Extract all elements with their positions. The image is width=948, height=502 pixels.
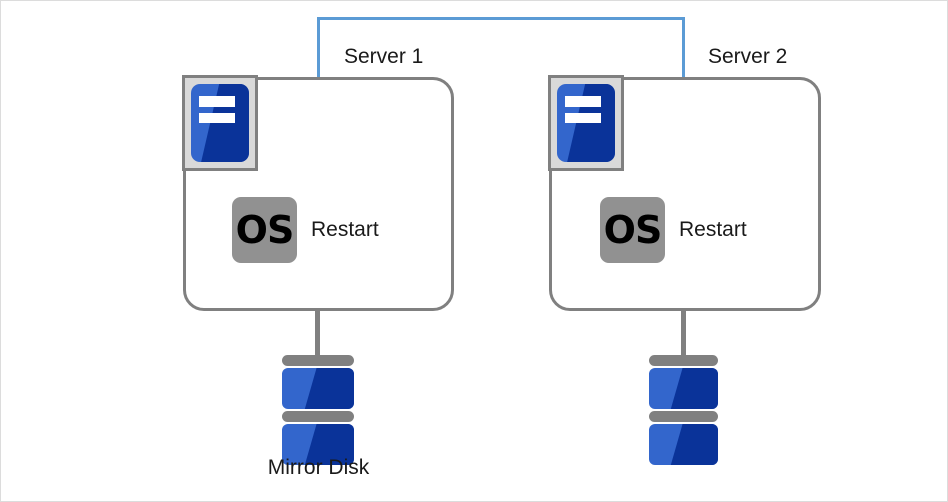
mirror-disk-label: Mirror Disk [267, 456, 370, 479]
server-1-label: Server 1 [344, 45, 424, 68]
server-icon-bay-2 [565, 112, 602, 123]
os-icon: OS [232, 197, 297, 263]
server-2-label: Server 2 [708, 45, 788, 68]
disk-icon-platter-2 [649, 424, 718, 465]
server-icon-body [557, 84, 615, 162]
server-icon-body [191, 84, 249, 162]
server-1-os-status: OS Restart [232, 197, 379, 263]
server-2-os-action: Restart [679, 218, 747, 241]
server-icon [182, 75, 258, 171]
disk-icon-bar-middle [649, 411, 718, 422]
server-icon-bay-2 [199, 112, 236, 123]
server-1-disk-connector [315, 311, 320, 359]
os-icon: OS [600, 197, 665, 263]
disk-icon-bar-middle [282, 411, 354, 422]
server-1-disk-icon [282, 355, 354, 467]
server-icon-bay-1 [565, 96, 602, 107]
server-1-os-action: Restart [311, 218, 379, 241]
disk-icon-platter-1 [282, 368, 354, 409]
disk-icon-platter-2 [282, 424, 354, 465]
server-2-disk-connector [681, 311, 686, 359]
interconnect-link [317, 17, 685, 77]
server-2-disk-icon [649, 355, 718, 467]
disk-icon-platter-1 [649, 368, 718, 409]
server-2-os-status: OS Restart [600, 197, 747, 263]
disk-icon-bar-top [649, 355, 718, 366]
server-icon [548, 75, 624, 171]
server-icon-bay-1 [199, 96, 236, 107]
disk-icon-bar-top [282, 355, 354, 366]
